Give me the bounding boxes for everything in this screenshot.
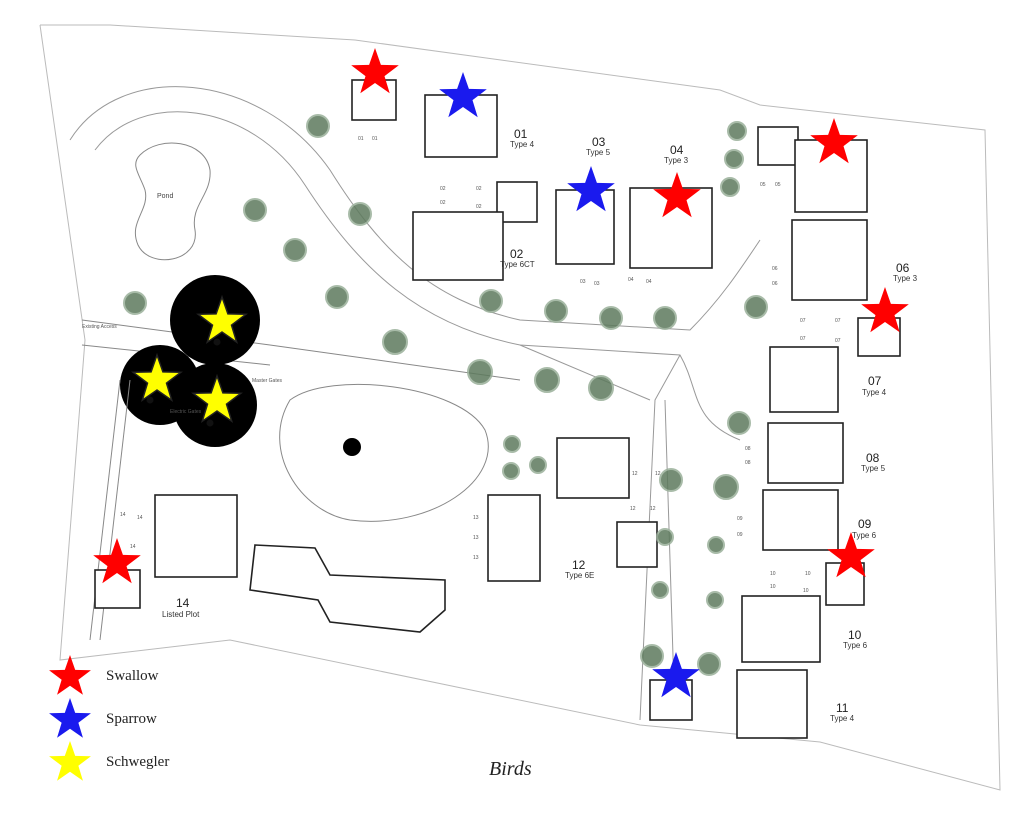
svg-text:09: 09 <box>858 517 872 531</box>
svg-text:Type 4: Type 4 <box>830 714 855 723</box>
master-gates-label: Master Gates <box>252 378 283 384</box>
svg-text:Type 4: Type 4 <box>510 140 535 149</box>
svg-text:12: 12 <box>655 471 661 477</box>
blue-star-icon <box>49 697 91 738</box>
svg-text:Listed Plot: Listed Plot <box>162 610 200 619</box>
svg-text:10: 10 <box>805 571 811 577</box>
svg-text:10: 10 <box>848 628 862 642</box>
svg-text:01: 01 <box>514 127 528 141</box>
svg-text:12: 12 <box>632 471 638 477</box>
svg-text:10: 10 <box>770 584 776 590</box>
svg-text:Type 5: Type 5 <box>586 148 611 157</box>
svg-text:03: 03 <box>594 281 600 287</box>
bird-markers <box>93 48 909 698</box>
svg-text:13: 13 <box>473 515 479 521</box>
svg-text:02: 02 <box>476 204 482 210</box>
yellow-star-icon <box>49 740 91 781</box>
svg-text:14: 14 <box>176 596 190 610</box>
svg-text:14: 14 <box>130 544 136 550</box>
svg-text:14: 14 <box>120 512 126 518</box>
svg-text:07: 07 <box>800 336 806 342</box>
svg-text:Type 6: Type 6 <box>843 641 868 650</box>
svg-text:05: 05 <box>760 182 766 188</box>
svg-text:09: 09 <box>737 532 743 538</box>
svg-text:Type 6E: Type 6E <box>565 571 594 580</box>
svg-text:01: 01 <box>358 136 364 142</box>
svg-text:08: 08 <box>745 446 751 452</box>
red-star-icon <box>49 654 91 695</box>
legend-item-schwegler: Schwegler <box>48 740 170 784</box>
svg-text:10: 10 <box>770 571 776 577</box>
svg-text:12: 12 <box>650 506 656 512</box>
svg-text:14: 14 <box>137 515 143 521</box>
site-plan-drawing <box>39 24 1001 791</box>
svg-text:07: 07 <box>835 318 841 324</box>
svg-text:02: 02 <box>440 186 446 192</box>
svg-text:Type 3: Type 3 <box>664 156 689 165</box>
svg-text:05: 05 <box>775 182 781 188</box>
svg-text:02: 02 <box>440 200 446 206</box>
svg-text:Type 3: Type 3 <box>893 274 918 283</box>
legend-label: Swallow <box>106 668 159 684</box>
svg-text:11: 11 <box>836 701 849 715</box>
legend-item-sparrow: Sparrow <box>48 697 169 741</box>
legend: Swallow Sparrow Schwegler <box>48 654 170 784</box>
map-caption: Birds <box>489 758 532 780</box>
trees <box>123 114 768 676</box>
svg-text:07: 07 <box>868 374 882 388</box>
legend-label: Sparrow <box>106 711 157 727</box>
svg-text:06: 06 <box>772 281 778 287</box>
svg-text:03: 03 <box>592 135 606 149</box>
svg-text:09: 09 <box>737 516 743 522</box>
pond <box>134 142 211 261</box>
svg-text:Type 6: Type 6 <box>852 531 877 540</box>
svg-text:13: 13 <box>473 535 479 541</box>
map-labels: Pond Existing Access Electric Gates Mast… <box>82 127 918 723</box>
legend-label: Schwegler <box>106 754 170 770</box>
svg-text:13: 13 <box>473 555 479 561</box>
electric-gates-label: Electric Gates <box>170 409 202 415</box>
svg-text:02: 02 <box>510 247 524 261</box>
svg-text:08: 08 <box>866 451 880 465</box>
svg-text:08: 08 <box>745 460 751 466</box>
svg-text:10: 10 <box>803 588 809 594</box>
svg-text:04: 04 <box>628 277 634 283</box>
svg-text:07: 07 <box>800 318 806 324</box>
svg-text:03: 03 <box>580 279 586 285</box>
svg-text:12: 12 <box>630 506 636 512</box>
svg-text:02: 02 <box>476 186 482 192</box>
svg-text:01: 01 <box>372 136 378 142</box>
pond-label: Pond <box>157 193 173 200</box>
svg-text:04: 04 <box>646 279 652 285</box>
svg-text:07: 07 <box>835 338 841 344</box>
svg-text:06: 06 <box>772 266 778 272</box>
svg-text:Type 4: Type 4 <box>862 388 887 397</box>
svg-text:04: 04 <box>670 143 684 157</box>
svg-text:06: 06 <box>896 261 910 275</box>
legend-item-swallow: Swallow <box>48 654 169 698</box>
svg-text:Type 6CT: Type 6CT <box>500 260 535 269</box>
existing-access-label: Existing Access <box>82 324 117 330</box>
svg-text:Type 5: Type 5 <box>861 464 886 473</box>
svg-text:12: 12 <box>572 558 586 572</box>
